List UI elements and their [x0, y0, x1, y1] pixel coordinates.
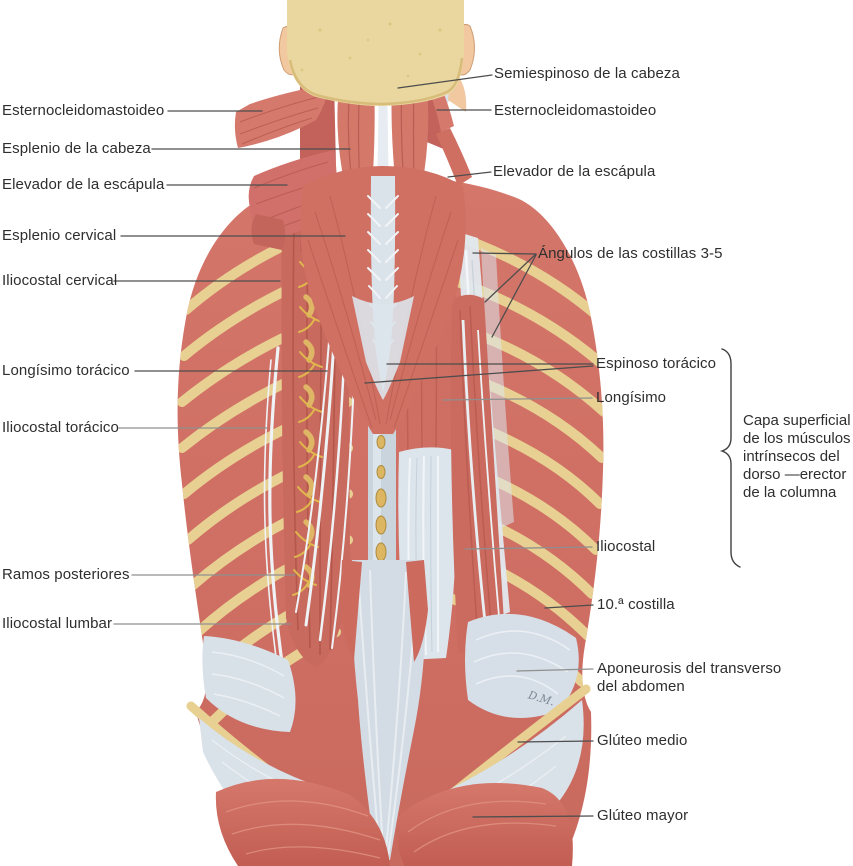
label-iliocostal: Iliocostal	[596, 538, 656, 555]
sacral-fascia	[351, 560, 426, 860]
label-ramos-posteriores: Ramos posteriores	[2, 566, 130, 583]
semispinalis-left	[337, 78, 375, 190]
right-aponeurosis-transversus	[465, 613, 579, 718]
leader-espinoso-2	[364, 365, 594, 384]
label-gluteo-mayor: Glúteo mayor	[597, 807, 689, 824]
leader-decima-costilla	[544, 604, 594, 609]
label-semiespinoso-cabeza: Semiespinoso de la cabeza	[494, 65, 680, 82]
note-line: intrínsecos del	[743, 448, 840, 465]
label-esternocleidomastoideo-left: Esternocleidomastoideo	[2, 102, 165, 119]
lumbar-pelvic-region	[186, 560, 591, 866]
leader-angulos-2	[484, 253, 537, 303]
leader-lines	[113, 74, 741, 818]
leader-elevador-right	[447, 171, 492, 178]
leader-gluteo-mayor	[472, 815, 594, 818]
left-lumbar-fascia	[202, 636, 296, 732]
label-iliocostal-cervical: Iliocostal cervical	[2, 272, 118, 289]
leader-gluteo-medio	[517, 740, 594, 743]
note-line: de los músculos	[743, 430, 851, 447]
leader-semiespinoso	[397, 74, 493, 89]
capa-superficial-note: Capa superficial de los músculos intríns…	[743, 412, 853, 502]
label-esternocleidomastoideo-right: Esternocleidomastoideo	[494, 102, 657, 119]
gluteus-maximus-right	[396, 782, 573, 866]
label-esplenio-de-la-cabeza: Esplenio de la cabeza	[2, 140, 151, 157]
label-longisimo: Longísimo	[596, 389, 667, 406]
leader-iliocostal-right	[464, 546, 593, 550]
leader-angulos-3	[491, 254, 537, 338]
capa-bracket	[719, 348, 741, 568]
label-iliocostal-toracico: Iliocostal torácico	[2, 419, 119, 436]
right-iliocostalis	[450, 294, 505, 654]
label-elevador-escapula-right: Elevador de la escápula	[493, 163, 656, 180]
skull	[287, 0, 464, 106]
leader-angulos-1	[472, 252, 537, 255]
label-elevador-escapula-left: Elevador de la escápula	[2, 176, 165, 193]
head	[278, 0, 475, 112]
label-esplenio-cervical: Esplenio cervical	[2, 227, 117, 244]
label-iliocostal-lumbar: Iliocostal lumbar	[2, 615, 113, 632]
levator-left	[251, 214, 286, 250]
label-espinoso-toracico: Espinoso torácico	[596, 355, 717, 372]
levator-right	[436, 128, 472, 186]
semispinalis-right	[391, 78, 429, 190]
note-line: de la columna	[743, 484, 837, 501]
label-decima-costilla: 10.ª costilla	[597, 596, 675, 613]
note-line: dorso —erector	[743, 466, 847, 483]
gluteus-maximus-left	[215, 778, 390, 866]
central-neck-mass	[300, 166, 466, 434]
label-longisimo-toracico: Longísimo torácico	[2, 362, 130, 379]
label-aponeurosis-transverso: Aponeurosis del transverso del abdomen	[597, 660, 782, 695]
label-gluteo-medio: Glúteo medio	[597, 732, 688, 749]
label-angulos-costillas: Ángulos de las costillas 3-5	[538, 245, 723, 262]
note-line: Capa superficial	[743, 412, 851, 429]
leader-aponeurosis	[516, 668, 594, 672]
leader-longisimo-right	[442, 397, 593, 401]
